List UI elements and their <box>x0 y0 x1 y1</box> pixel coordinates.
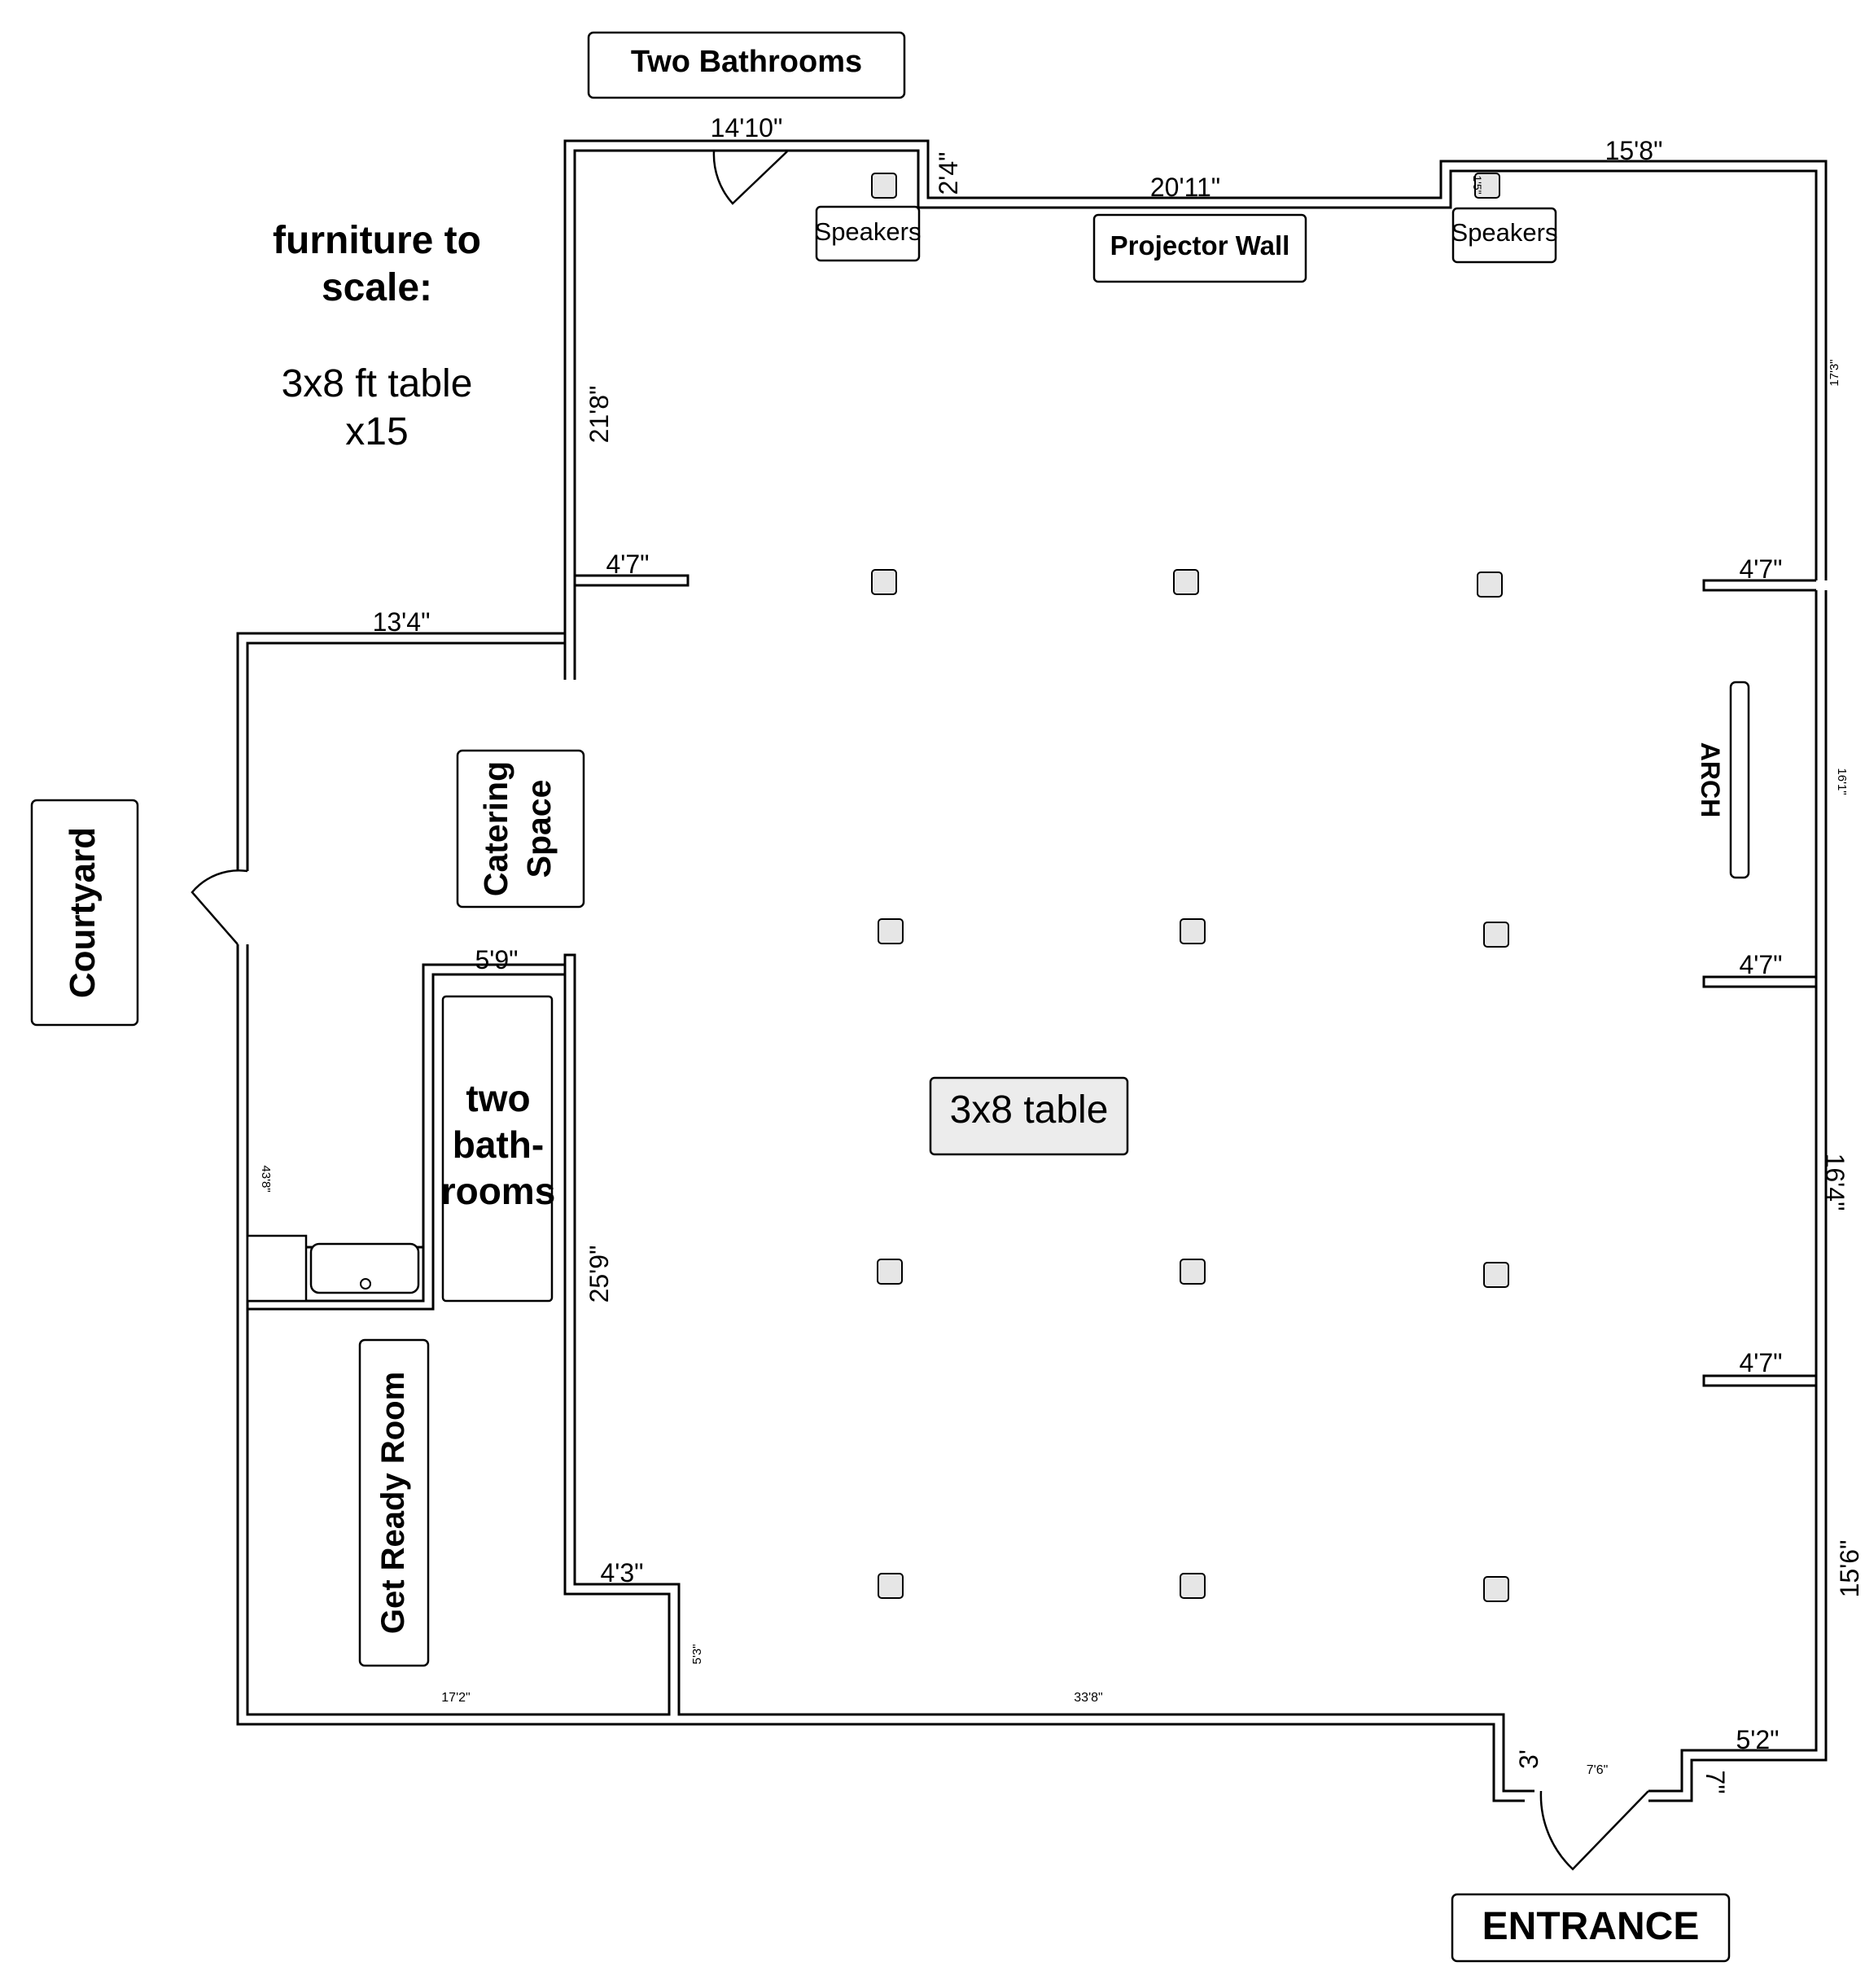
dim-left-small: 43'8" <box>259 1165 273 1192</box>
pillar <box>1477 571 1503 598</box>
wall-bathroom-block-inner <box>247 973 565 1311</box>
furniture-note: furniture to scale: 3x8 ft table x15 <box>273 219 481 453</box>
entrance-label: ENTRANCE <box>1482 1905 1700 1948</box>
projector-wall-box <box>1092 213 1307 283</box>
dim-left-upper-wall: 21'8" <box>584 386 614 444</box>
pillar <box>871 569 897 595</box>
pillar <box>1180 918 1206 944</box>
dimension-labels: 14'10" 2'4" 20'11" 15'8" 1'5" 17'3" 21'8… <box>259 113 1864 1794</box>
wall-stub-right-2 <box>1702 975 1816 988</box>
pillar <box>1483 1576 1509 1602</box>
pillar <box>1173 569 1199 595</box>
get-ready-room-label: Get Ready Room <box>375 1372 411 1634</box>
faucet-icon <box>360 1278 371 1290</box>
two-bathrooms-label: Two Bathrooms <box>631 45 862 79</box>
bathroom-stall-box <box>441 995 554 1303</box>
courtyard-box <box>30 799 139 1027</box>
table-note-line2: x15 <box>345 410 408 453</box>
wall-left-lower-inner <box>246 944 1534 1793</box>
speakers-left-box <box>815 205 921 262</box>
entrance-box <box>1451 1893 1731 1963</box>
pillar <box>1180 1259 1206 1285</box>
bathroom-fixtures <box>246 995 554 1303</box>
dim-bottom-left: 17'2" <box>441 1691 470 1705</box>
catering-label-line1: Catering <box>477 761 514 896</box>
wall-right-lower <box>1648 590 1828 1802</box>
catering-space-box <box>456 749 585 909</box>
wall-upper-left-room-inner <box>573 149 1818 680</box>
table-label: 3x8 table <box>950 1088 1109 1132</box>
get-ready-room-box <box>358 1338 430 1667</box>
pillar <box>1483 1262 1509 1288</box>
bathrooms-label-line1: two <box>466 1077 530 1119</box>
dim-right-lower: 15'6" <box>1835 1540 1864 1598</box>
courtyard-door-icon <box>190 869 248 945</box>
label-boxes: Two Bathrooms Speakers Projector Wall Sp… <box>30 31 1750 1963</box>
furniture-note-line2: scale: <box>322 266 432 309</box>
two-bathrooms-box <box>587 31 906 99</box>
dim-bottom-main: 33'8" <box>1074 1691 1102 1705</box>
dim-jog-top: 2'4" <box>934 151 963 195</box>
dim-projector-wall: 20'11" <box>1150 173 1220 202</box>
dim-stub-left: 4'7" <box>606 550 649 579</box>
pillar <box>877 1259 903 1285</box>
counter-icon <box>246 1234 308 1303</box>
doors <box>190 151 1649 1871</box>
furniture-note-line1: furniture to <box>273 219 481 262</box>
wall-stub-right-1 <box>1702 579 1816 592</box>
dim-top-wall: 14'10" <box>711 113 783 142</box>
entrance-door-icon <box>1539 1790 1649 1871</box>
dim-arch-span: 16'1" <box>1835 768 1849 795</box>
bathrooms-label-line2: bath- <box>453 1123 544 1166</box>
dim-entrance-left-drop: 3' <box>1514 1749 1543 1769</box>
dim-courtyard-wall: 13'4" <box>373 607 431 637</box>
wall-right-lower-inner <box>1648 590 1818 1793</box>
dim-inner-step: 4'3" <box>600 1558 643 1587</box>
pillar <box>878 1573 904 1599</box>
dim-stub-right-2: 4'7" <box>1739 950 1782 979</box>
arch-bar <box>1729 681 1750 879</box>
table-note-line1: 3x8 ft table <box>282 362 473 405</box>
speakers-right-label: Speakers <box>1451 218 1558 247</box>
projector-wall-label: Projector Wall <box>1110 230 1290 261</box>
pillar <box>1474 173 1500 199</box>
courtyard-label: Courtyard <box>63 827 103 998</box>
pillars <box>871 173 1509 1602</box>
bathrooms-label-line3: rooms <box>441 1170 556 1212</box>
dim-bath-top: 5'9" <box>475 945 518 974</box>
pillar <box>1483 922 1509 948</box>
dim-entrance-side-right: 5'2" <box>1736 1725 1779 1754</box>
wall-upper-left-room <box>563 139 1828 680</box>
speakers-right-box <box>1451 207 1557 264</box>
dim-small-jog: 1'5" <box>1471 175 1484 194</box>
table-box <box>929 1076 1129 1156</box>
wall-left-lower <box>236 944 1525 1802</box>
dim-inner-left: 25'9" <box>584 1246 614 1303</box>
dim-entrance-width: 7'6" <box>1587 1763 1609 1777</box>
dim-stub-right-1: 4'7" <box>1739 554 1782 584</box>
dim-right-upper: 17'3" <box>1828 359 1841 386</box>
speakers-left-label: Speakers <box>815 217 922 246</box>
dim-inner-step-drop: 5'3" <box>690 1644 704 1665</box>
top-bathroom-door-icon <box>712 151 788 205</box>
sink-icon <box>309 1242 420 1294</box>
dim-right-mid: 16'4" <box>1820 1154 1850 1211</box>
wall-stub-left <box>575 574 690 587</box>
catering-label-line2: Space <box>520 780 558 878</box>
arch-label: ARCH <box>1696 742 1725 817</box>
wall-courtyard-top <box>236 632 565 871</box>
pillar <box>871 173 897 199</box>
wall-courtyard-top-inner <box>246 642 565 871</box>
wall-stub-right-3 <box>1702 1374 1816 1387</box>
pillar <box>878 918 904 944</box>
dim-entrance-right-drop: 7" <box>1701 1770 1730 1793</box>
pillar <box>1180 1573 1206 1599</box>
dim-right-top: 15'8" <box>1605 136 1663 165</box>
dim-stub-right-3: 4'7" <box>1739 1348 1782 1377</box>
